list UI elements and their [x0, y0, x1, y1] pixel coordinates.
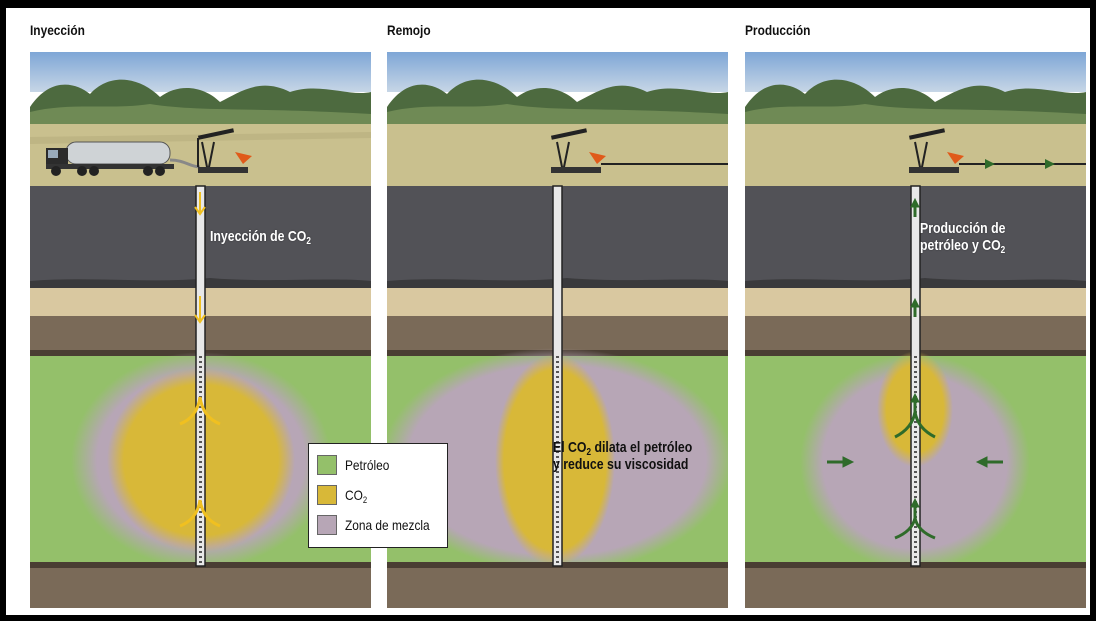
panel-title-soak: Remojo	[387, 22, 431, 38]
panel-production: Producción de petróleo y CO2	[745, 52, 1086, 608]
legend-label-oil: Petróleo	[345, 457, 390, 473]
legend: Petróleo CO2 Zona de mezcla	[308, 443, 448, 548]
panel-title-production: Producción	[745, 22, 811, 38]
panel-injection-scene	[30, 52, 371, 608]
panel-production-scene	[745, 52, 1086, 608]
legend-item-co2: CO2	[317, 484, 371, 506]
panel-title-injection: Inyección	[30, 22, 85, 38]
legend-swatch-oil	[317, 455, 337, 475]
arrow-icon	[179, 192, 221, 528]
legend-swatch-co2	[317, 485, 337, 505]
pumpjack-icon	[908, 128, 1086, 173]
label-soak: El CO2 dilata el petróleo y reduce su vi…	[553, 439, 693, 473]
label-injection: Inyección de CO2	[210, 228, 311, 247]
arrow-icon	[827, 197, 1003, 540]
pumpjack-icon	[550, 128, 728, 173]
legend-swatch-mix	[317, 515, 337, 535]
legend-label-co2: CO2	[345, 487, 368, 505]
panel-injection: Inyección de CO2	[30, 52, 371, 608]
legend-item-mix: Zona de mezcla	[317, 514, 445, 536]
legend-label-mix: Zona de mezcla	[345, 517, 430, 533]
legend-item-oil: Petróleo	[317, 454, 397, 476]
label-production: Producción de petróleo y CO2	[920, 220, 1006, 256]
pumpjack-icon	[197, 128, 252, 173]
